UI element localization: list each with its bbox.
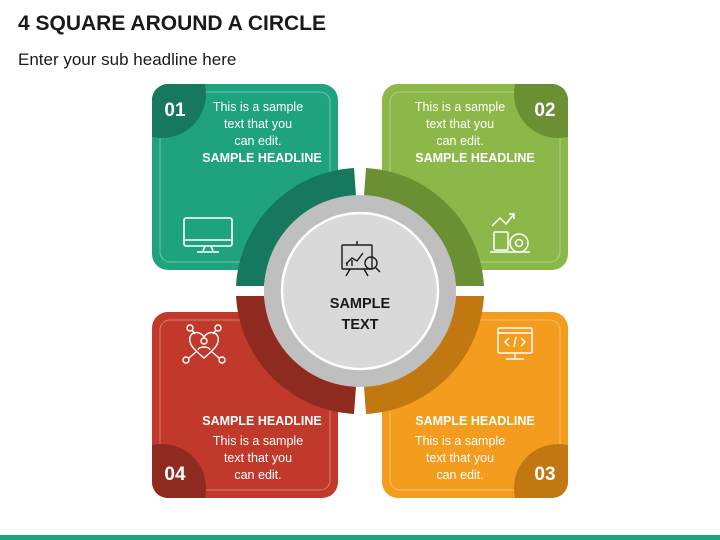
quadrant-01-number-badge <box>152 84 206 138</box>
quadrant-03-text-line-2: text that you <box>426 451 494 465</box>
ring-segment-03 <box>364 296 484 414</box>
ring-segment-02 <box>364 168 484 286</box>
quadrant-01-number: 01 <box>164 100 186 121</box>
center-text-line-1: SAMPLE <box>330 296 391 312</box>
quadrant-04-text-line-2: text that you <box>224 451 292 465</box>
quadrant-03-number: 03 <box>534 464 555 485</box>
quadrant-04-text-line-3: can edit. <box>234 468 281 482</box>
quadrant-04-number: 04 <box>164 464 186 485</box>
quadrant-01-text-line-3: can edit. <box>234 134 281 148</box>
quadrant-04-headline: SAMPLE HEADLINE <box>202 414 321 428</box>
presentation-board-analytics-icon <box>341 241 381 277</box>
coding-monitor-icon <box>497 327 533 360</box>
quadrant-03-headline: SAMPLE HEADLINE <box>415 414 534 428</box>
quadrant-02-number-badge <box>514 84 568 138</box>
growth-gear-icon <box>490 213 530 253</box>
ring-segment-04 <box>236 296 356 414</box>
quadrant-01-text-line-2: text that you <box>224 117 292 131</box>
center-text-line-2: TEXT <box>341 317 378 333</box>
quadrant-02-text-line-1: This is a sample <box>415 100 505 114</box>
bottom-accent-bar <box>0 535 720 540</box>
network-person-heart-icon <box>182 324 226 364</box>
center-circle-inner <box>280 211 440 371</box>
quadrant-02-text-line-3: can edit. <box>436 134 483 148</box>
quadrant-03-text-line-3: can edit. <box>436 468 483 482</box>
quadrant-01-text-line-1: This is a sample <box>213 100 303 114</box>
quadrant-03-text-line-1: This is a sample <box>415 434 505 448</box>
quadrant-02-number: 02 <box>534 100 555 121</box>
quadrant-02-text-line-2: text that you <box>426 117 494 131</box>
quadrant-03-number-badge <box>514 444 568 498</box>
ring-segment-01 <box>236 168 356 286</box>
quadrant-04-text-line-1: This is a sample <box>213 434 303 448</box>
desktop-monitor-icon <box>183 217 233 253</box>
page-subtitle: Enter your sub headline here <box>18 50 237 69</box>
quadrant-04-number-badge <box>152 444 206 498</box>
page-title: 4 SQUARE AROUND A CIRCLE <box>18 12 327 35</box>
quadrant-01-headline: SAMPLE HEADLINE <box>202 151 321 165</box>
quadrant-02-headline: SAMPLE HEADLINE <box>415 151 534 165</box>
